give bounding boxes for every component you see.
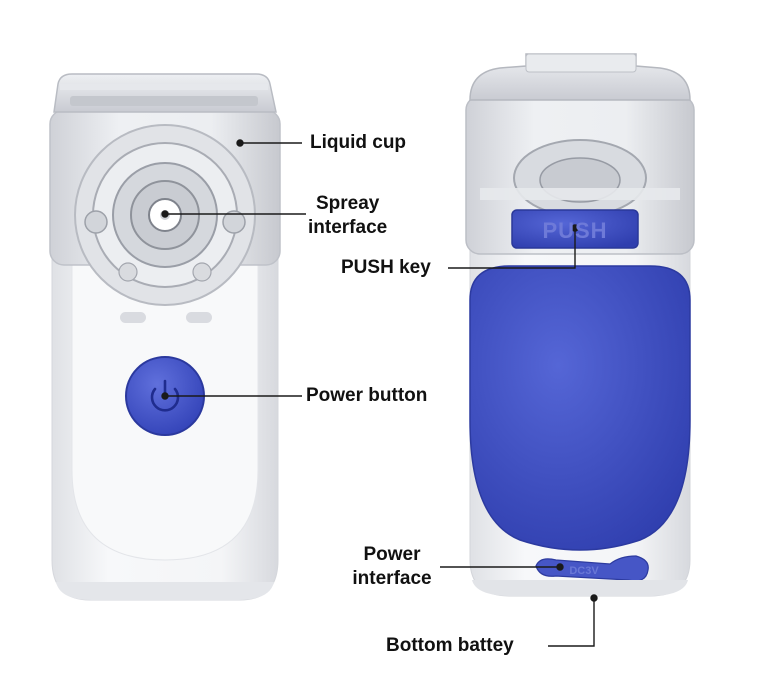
label-spray-interface-line2: interface	[308, 217, 388, 238]
left-device	[49, 73, 281, 601]
label-power-button: Power button	[306, 385, 428, 406]
label-power-interface-line2: interface	[352, 568, 432, 589]
label-bottom-battery: Bottom battey	[386, 635, 514, 656]
indicator-right	[186, 312, 212, 323]
label-liquid-cup: Liquid cup	[310, 132, 407, 153]
left-top-cap	[53, 73, 277, 113]
push-key-text: PUSH	[542, 218, 607, 243]
left-base	[56, 582, 274, 600]
right-device	[465, 53, 695, 597]
label-spray-interface: Spreay interface	[308, 192, 387, 240]
voltage-marking: DC3V	[569, 565, 599, 577]
indicator-left	[120, 312, 146, 323]
leader-lines	[161, 139, 598, 647]
label-power-interface: Power interface	[340, 543, 444, 591]
leader-bottom-battery	[548, 598, 595, 647]
label-power-interface-line1: Power	[363, 544, 421, 565]
label-push-key: PUSH key	[341, 257, 431, 278]
back-panel	[469, 265, 691, 551]
power-interface-slot	[535, 555, 649, 582]
right-base	[472, 580, 688, 596]
leader-push-key	[448, 228, 576, 269]
label-spray-interface-line1: Spreay	[316, 193, 380, 214]
